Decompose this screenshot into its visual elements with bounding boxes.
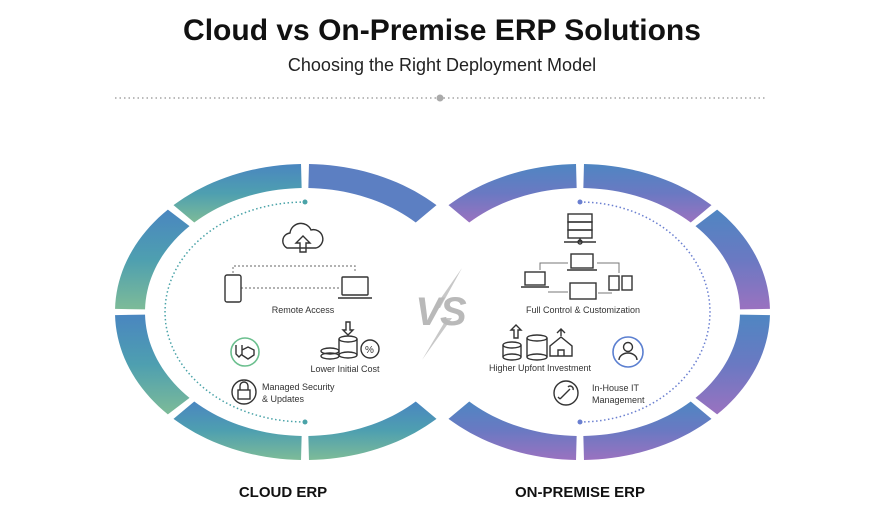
cloud-erp-label: CLOUD ERP <box>238 484 328 501</box>
onpremise-ring-segment <box>583 401 712 460</box>
vs-label: VS <box>415 290 466 334</box>
cloud-dotted-arc <box>164 201 306 423</box>
onpremise-ring-segment <box>695 314 770 415</box>
feature-higher-investment: Higher Upfont Investment <box>488 363 592 373</box>
laptop-icon <box>338 276 372 299</box>
feature-lower-cost: Lower Initial Cost <box>310 364 380 374</box>
cloud-ring-segment <box>308 164 437 223</box>
vs-lightning-icon <box>422 268 462 360</box>
ring-dot <box>302 419 308 425</box>
database-icon <box>608 275 633 291</box>
onpremise-dotted-arc <box>579 201 711 423</box>
cloud-ring-segment <box>308 401 437 460</box>
cloud-upload-icon <box>282 222 324 253</box>
feature-managed-security-line2: & Updates <box>262 394 305 404</box>
server-network-icon <box>564 213 596 245</box>
feature-inhouse-it: In-House IT Management <box>592 382 645 406</box>
dashboard-icon <box>569 282 597 300</box>
cloud-ring-segment <box>115 314 190 415</box>
coins-cost-icon: % <box>320 321 380 360</box>
feature-full-control: Full Control & Customization <box>525 305 641 315</box>
feature-managed-security: Managed Security & Updates <box>262 381 335 405</box>
cloud-ring-segment <box>173 164 302 223</box>
page-title: Cloud vs On-Premise ERP Solutions <box>183 14 701 47</box>
feature-managed-security-line1: Managed Security <box>262 382 335 392</box>
cloud-ring-segment <box>173 401 302 460</box>
ring-dot <box>302 199 308 205</box>
onpremise-ring-segment <box>695 209 770 310</box>
ring-dot <box>577 419 583 425</box>
laptop-icon <box>521 271 549 288</box>
lock-icon <box>231 379 257 405</box>
rising-costs-icon <box>502 324 573 361</box>
page-subtitle: Choosing the Right Deployment Model <box>287 55 597 75</box>
onpremise-ring-segment <box>448 401 577 460</box>
feature-remote-access: Remote Access <box>271 305 335 315</box>
wrench-icon <box>553 380 579 406</box>
phone-icon <box>224 274 242 303</box>
security-update-icon <box>230 337 260 367</box>
feature-inhouse-it-line1: In-House IT <box>592 383 640 393</box>
laptop-icon <box>567 253 597 271</box>
divider-dot <box>436 94 444 102</box>
onpremise-ring-segment <box>583 164 712 223</box>
feature-inhouse-it-line2: Management <box>592 395 645 405</box>
onpremise-ring-segment <box>448 164 577 223</box>
user-icon <box>612 336 644 368</box>
ring-dot <box>577 199 583 205</box>
onpremise-erp-label: ON-PREMISE ERP <box>514 484 646 501</box>
cloud-ring-segment <box>115 209 190 310</box>
connection-arrows <box>539 262 620 294</box>
svg-text:%: % <box>365 345 374 356</box>
connection-lines <box>232 265 356 289</box>
